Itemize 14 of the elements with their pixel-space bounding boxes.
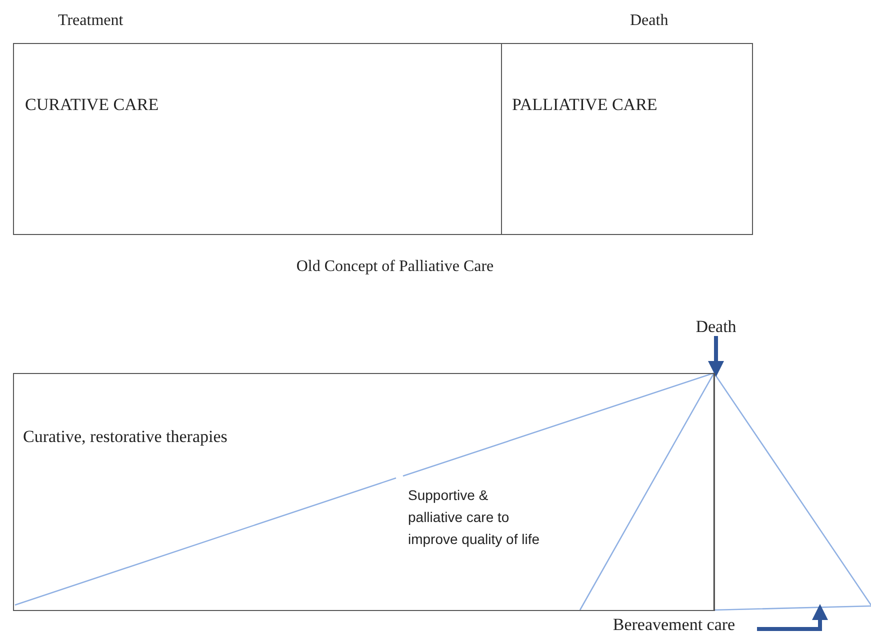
caption: Old Concept of Palliative Care [295, 257, 495, 277]
arrow [757, 604, 828, 631]
arrow [708, 336, 724, 377]
death-label: Death [696, 316, 736, 338]
panel-title: Curative, restorative therapies [23, 426, 228, 448]
death-label: Death [630, 11, 670, 31]
panel-title: PALLIATIVE CARE [512, 94, 658, 116]
curative-care-panel [13, 43, 502, 235]
supportive-care-text: Supportive & palliative care to improve quality of life [408, 486, 540, 549]
treatment-label: Treatment [58, 11, 124, 31]
bereavement-care-label: Bereavement care [612, 614, 736, 634]
palliative-care-panel [501, 43, 753, 235]
panel-title: CURATIVE CARE [25, 94, 159, 116]
care-timeline-box [13, 373, 715, 611]
